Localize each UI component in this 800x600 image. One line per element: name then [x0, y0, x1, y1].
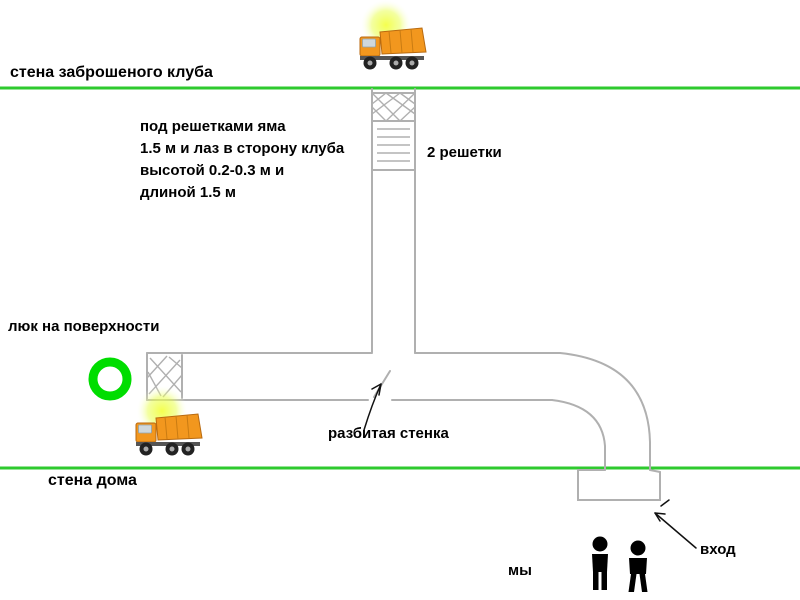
- corridor-curve-outer: [559, 352, 651, 471]
- grate-hatch-top: [371, 92, 416, 122]
- truck-bottom-icon: [135, 384, 203, 456]
- pit-note-line: длиной 1.5 м: [140, 184, 236, 201]
- entrance-box-corner: [649, 469, 661, 473]
- two-people-icon: [592, 536, 648, 592]
- entrance-box: [577, 469, 661, 501]
- club-wall-label: стена заброшеного клуба: [10, 64, 213, 81]
- entrance-arrow-icon: [654, 499, 697, 549]
- person-icon: [628, 540, 648, 592]
- broken-wall-label: разбитая стенка: [328, 425, 449, 442]
- truck-top-icon: [359, 0, 427, 70]
- corridor-curve-inner: [551, 399, 606, 471]
- person-icon: [592, 536, 608, 590]
- manhole-ring-icon: [88, 357, 132, 401]
- pit-note-line: высотой 0.2-0.3 м и: [140, 162, 285, 179]
- pit-note: под решетками яма 1.5 м и лаз в сторону …: [140, 116, 344, 204]
- grate-slats-bottom: [377, 128, 410, 162]
- grate-frames: [371, 92, 416, 171]
- broken-wall-arrow-icon: [363, 383, 382, 431]
- entrance-label: вход: [700, 541, 736, 558]
- pit-note-line: под решетками яма: [140, 118, 286, 135]
- us-label: мы: [508, 562, 532, 579]
- surface-hatch-label: люк на поверхности: [8, 318, 160, 335]
- pit-note-line: 1.5 м и лаз в сторону клуба: [140, 140, 345, 157]
- house-wall-label: стена дома: [48, 472, 137, 489]
- grates-label: 2 решетки: [427, 144, 502, 161]
